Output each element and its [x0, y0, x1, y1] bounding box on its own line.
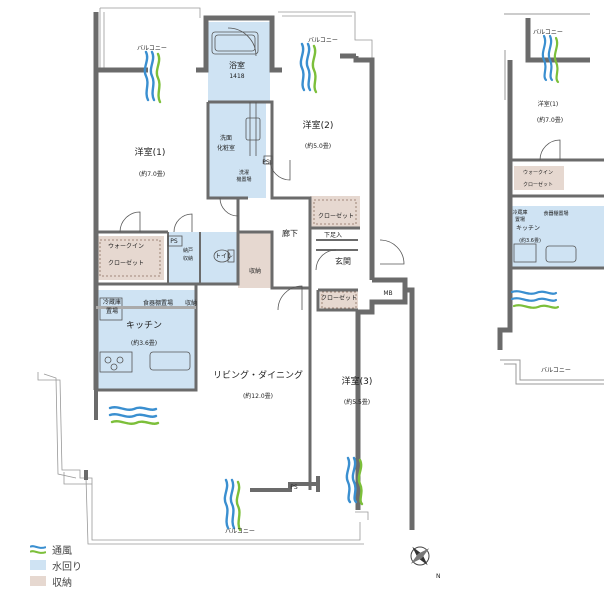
room-label: 洋室(1)	[538, 100, 559, 108]
room-label: クローゼット	[318, 212, 354, 220]
wind-icon	[345, 456, 364, 506]
svg-text:納戸: 納戸	[183, 247, 193, 254]
legend-item-storage: 収納	[30, 573, 82, 589]
room-label: リビング・ダイニング	[213, 369, 303, 381]
room-label: クローゼット	[321, 294, 357, 302]
room-size: (約5.5畳)	[344, 398, 370, 406]
legend-swatch	[30, 560, 46, 570]
svg-text:洗濯: 洗濯	[239, 169, 249, 176]
wind-icon	[30, 545, 46, 554]
compass-icon: N	[410, 546, 441, 580]
room-label: クローゼット	[108, 259, 144, 267]
room-label: 置場	[515, 216, 525, 223]
tiny-labels: 洗濯 機置場 納戸 収納	[183, 169, 252, 262]
room-label: PS	[262, 159, 270, 166]
wind-icon	[223, 478, 242, 532]
room-label: トイレ	[215, 253, 233, 260]
room-label: 冷蔵庫	[103, 298, 121, 306]
toilet-icon	[213, 249, 231, 263]
room-label: ウォークイン	[523, 169, 553, 176]
balcony-label: バルコニー	[308, 37, 338, 44]
doors	[119, 27, 405, 311]
room-label: 洋室(1)	[135, 146, 166, 158]
room-size: (約12.0畳)	[243, 392, 273, 400]
room-label: 洋室(2)	[303, 119, 334, 131]
kitchen-sink-icon	[149, 351, 191, 371]
stove-icon	[99, 351, 133, 373]
room-label: 浴室	[229, 60, 245, 70]
room-label: 食器棚置場	[543, 210, 568, 217]
room-size: (約7.0畳)	[537, 116, 563, 124]
room-size: (約5.0畳)	[305, 142, 331, 150]
room-label: クローゼット	[523, 181, 553, 188]
balcony-label: バルコニー	[137, 45, 167, 52]
room-label: 収納	[185, 299, 197, 307]
room-label: 玄関	[335, 256, 351, 266]
wind-arrow-icons	[108, 42, 364, 532]
closet-hatching	[99, 199, 357, 309]
wind-icon	[143, 50, 162, 104]
room-label: 廊下	[282, 228, 298, 238]
room-label: 洗面	[220, 134, 232, 142]
room-label: ウォークイン	[108, 242, 144, 250]
room-label: 置場	[106, 307, 118, 315]
room-label: 洋室(3)	[342, 375, 373, 387]
legend-label: 通風	[52, 545, 72, 557]
balcony-label: バルコニー	[225, 528, 255, 535]
legend-item-water: 水回り	[30, 557, 82, 573]
side-plan: バルコニー 洋室(1) (約7.0畳) ウォークイン クローゼット 食器棚置場 …	[497, 13, 604, 385]
legend-swatch	[30, 576, 46, 586]
legend-label: 収納	[52, 577, 72, 589]
legend-label: 水回り	[52, 561, 82, 573]
room-label: 食器棚置場	[143, 299, 173, 307]
room-label: 収納	[249, 267, 261, 275]
balcony-label: バルコニー	[541, 367, 571, 374]
wind-icon	[510, 290, 560, 309]
wind-icon	[541, 34, 560, 84]
storage-areas	[96, 196, 360, 310]
balcony-outlines	[37, 7, 373, 545]
room-label: 下足入	[324, 232, 342, 239]
room-label: 化粧室	[217, 144, 235, 152]
room-size: (約7.0畳)	[139, 170, 165, 178]
room-size: (約3.6畳)	[131, 339, 157, 347]
room-labels: バルコニー バルコニー 浴室 1418 洗面 化粧室 洋室(1) (約7.0畳)…	[103, 37, 393, 535]
walls	[84, 12, 415, 530]
room-size: (約3.6畳)	[519, 237, 541, 244]
svg-text:N: N	[436, 573, 441, 580]
room-label: キッチン	[126, 320, 162, 331]
legend: 通風 水回り 収納	[30, 541, 82, 589]
legend-item-wind: 通風	[30, 541, 82, 557]
sink-icon	[245, 117, 261, 141]
wind-icon	[299, 42, 318, 94]
room-label: PS	[170, 238, 178, 245]
room-size: 1418	[229, 73, 244, 80]
room-label: キッチン	[516, 225, 540, 232]
room-label: 収納	[183, 255, 193, 262]
wind-icon	[108, 406, 160, 425]
room-label: PS	[290, 484, 298, 491]
svg-text:機置場: 機置場	[236, 176, 251, 183]
balcony-label: バルコニー	[533, 29, 563, 36]
room-label: MB	[383, 290, 392, 297]
room-label: 冷蔵庫	[512, 209, 527, 216]
bathtub-icon	[211, 31, 259, 55]
fixtures	[96, 31, 273, 373]
